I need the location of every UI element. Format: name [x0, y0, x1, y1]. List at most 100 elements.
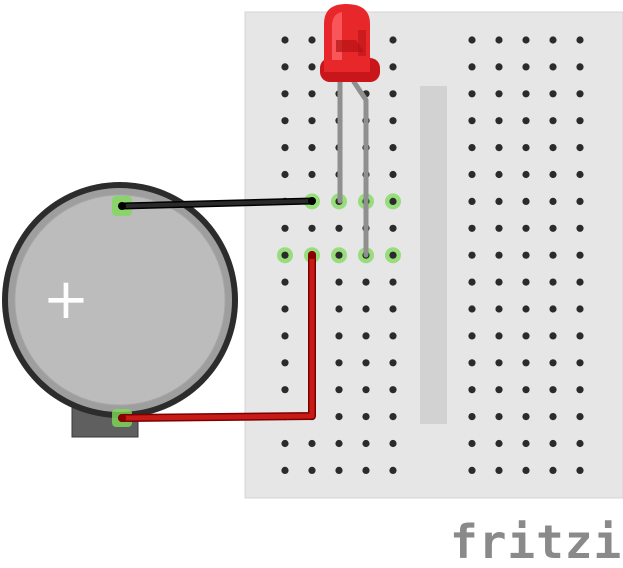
breadboard-hole: [549, 278, 557, 286]
breadboard-hole: [495, 197, 503, 205]
breadboard-hole: [335, 332, 343, 340]
breadboard-hole: [468, 359, 476, 367]
breadboard-hole: [308, 63, 316, 71]
breadboard-hole: [335, 466, 343, 474]
breadboard-hole: [495, 305, 503, 313]
breadboard-hole: [362, 386, 370, 394]
breadboard-hole: [549, 224, 557, 232]
breadboard-hole: [281, 359, 289, 367]
breadboard-hole: [308, 117, 316, 125]
breadboard-hole: [549, 386, 557, 394]
red-wire-end-breadboard: [308, 251, 316, 259]
breadboard-hole: [495, 359, 503, 367]
breadboard-hole: [549, 466, 557, 474]
breadboard-hole: [362, 278, 370, 286]
breadboard-hole: [576, 278, 584, 286]
breadboard-hole: [495, 63, 503, 71]
battery-plus-symbol: +: [43, 267, 90, 332]
breadboard-hole: [495, 439, 503, 448]
red-wire: [118, 251, 316, 422]
breadboard-hole: [281, 439, 289, 448]
breadboard-hole: [468, 439, 476, 448]
breadboard-hole: [495, 170, 503, 179]
breadboard-hole: [522, 90, 530, 98]
breadboard-hole: [308, 144, 316, 152]
breadboard-hole: [522, 197, 530, 205]
breadboard-hole: [576, 332, 584, 340]
breadboard-hole: [389, 439, 397, 448]
breadboard-hole: [362, 359, 370, 367]
breadboard-hole: [522, 144, 530, 152]
black-wire-end-battery: [118, 202, 126, 210]
led-internal-anvil: [336, 40, 364, 52]
breadboard-hole: [522, 36, 530, 44]
breadboard-hole: [522, 170, 530, 179]
breadboard-hole: [308, 439, 316, 448]
breadboard-hole: [495, 332, 503, 340]
breadboard-hole: [576, 251, 584, 259]
breadboard-hole: [549, 144, 557, 152]
red-wire-end-battery: [118, 414, 126, 422]
breadboard-hole: [281, 144, 289, 152]
breadboard-hole: [576, 413, 584, 421]
breadboard-hole: [389, 466, 397, 474]
breadboard-hole: [549, 197, 557, 205]
breadboard-hole: [468, 170, 476, 179]
breadboard-hole: [495, 144, 503, 152]
breadboard-hole: [389, 386, 397, 394]
breadboard-hole: [495, 251, 503, 259]
breadboard-hole: [281, 224, 289, 232]
breadboard-hole: [335, 278, 343, 286]
breadboard-hole: [281, 251, 289, 259]
breadboard-hole: [335, 439, 343, 448]
breadboard-hole: [549, 413, 557, 421]
led-anode-lead: [351, 79, 369, 258]
breadboard-hole: [389, 63, 397, 71]
breadboard-hole: [495, 278, 503, 286]
breadboard-hole: [362, 332, 370, 340]
breadboard-hole: [281, 170, 289, 179]
breadboard-hole: [389, 332, 397, 340]
breadboard-hole: [495, 117, 503, 125]
coin-cell-battery: +: [2, 182, 238, 438]
breadboard-hole: [281, 386, 289, 394]
fritzing-logo: fritzing: [450, 515, 623, 568]
red-led: [320, 4, 380, 258]
breadboard-hole: [362, 413, 370, 421]
breadboard-hole: [389, 36, 397, 44]
breadboard-hole: [522, 439, 530, 448]
breadboard-hole: [468, 197, 476, 205]
breadboard-hole: [281, 90, 289, 98]
breadboard-hole: [389, 278, 397, 286]
breadboard-hole: [549, 359, 557, 367]
breadboard-hole: [576, 439, 584, 448]
breadboard-hole: [308, 466, 316, 474]
breadboard-hole: [281, 36, 289, 44]
breadboard-hole: [281, 117, 289, 125]
breadboard-hole: [522, 359, 530, 367]
breadboard-hole: [549, 170, 557, 179]
breadboard-hole: [281, 305, 289, 313]
breadboard-hole: [576, 386, 584, 394]
breadboard-hole: [308, 90, 316, 98]
breadboard-hole: [389, 170, 397, 179]
breadboard-hole: [389, 117, 397, 125]
breadboard-hole: [522, 63, 530, 71]
breadboard-hole: [576, 305, 584, 313]
breadboard-hole: [549, 36, 557, 44]
breadboard-hole: [362, 466, 370, 474]
breadboard-hole: [308, 224, 316, 232]
breadboard-hole: [468, 224, 476, 232]
breadboard-hole: [468, 36, 476, 44]
breadboard-hole: [389, 251, 397, 259]
breadboard-hole: [362, 439, 370, 448]
breadboard-hole: [335, 224, 343, 232]
breadboard-hole: [308, 36, 316, 44]
breadboard-hole: [468, 332, 476, 340]
breadboard-hole: [495, 90, 503, 98]
breadboard-hole: [362, 305, 370, 313]
breadboard-hole: [522, 278, 530, 286]
breadboard-hole: [335, 251, 343, 259]
breadboard-hole: [389, 224, 397, 232]
breadboard-hole: [549, 63, 557, 71]
